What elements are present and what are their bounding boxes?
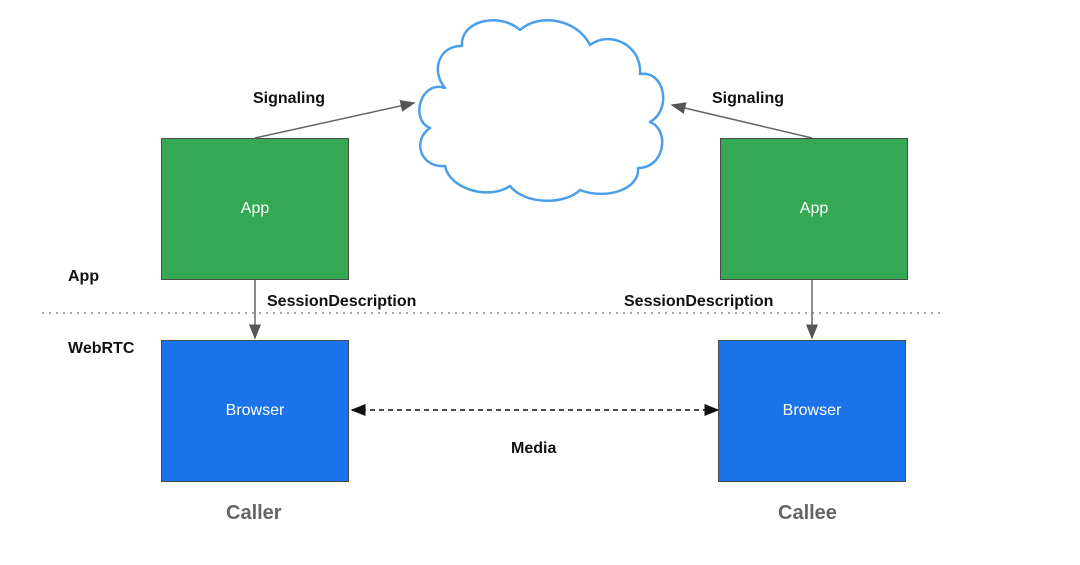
caller-signaling-label: Signaling [253,90,325,107]
callee-app-box: App [720,138,908,280]
callee-browser-box: Browser [718,340,906,482]
caller-app-box: App [161,138,349,280]
caller-signaling-arrow [254,100,416,139]
caller-app-label: App [240,200,270,217]
layer-label-webrtc: WebRTC [68,340,135,357]
callee-session-label: SessionDescription [624,293,774,310]
caller-session-label: SessionDescription [267,293,417,310]
callee-signaling-label: Signaling [712,90,784,107]
caller-browser-label: Browser [225,402,285,419]
callee-signaling-arrow [670,102,813,139]
caller-browser-box: Browser [161,340,349,482]
caller-role-label: Caller [226,502,282,524]
layer-label-app: App [68,268,100,285]
cloud-icon [418,19,665,202]
media-label: Media [511,440,557,457]
callee-role-label: Callee [778,502,837,524]
callee-app-label: App [799,200,829,217]
callee-browser-label: Browser [782,402,842,419]
